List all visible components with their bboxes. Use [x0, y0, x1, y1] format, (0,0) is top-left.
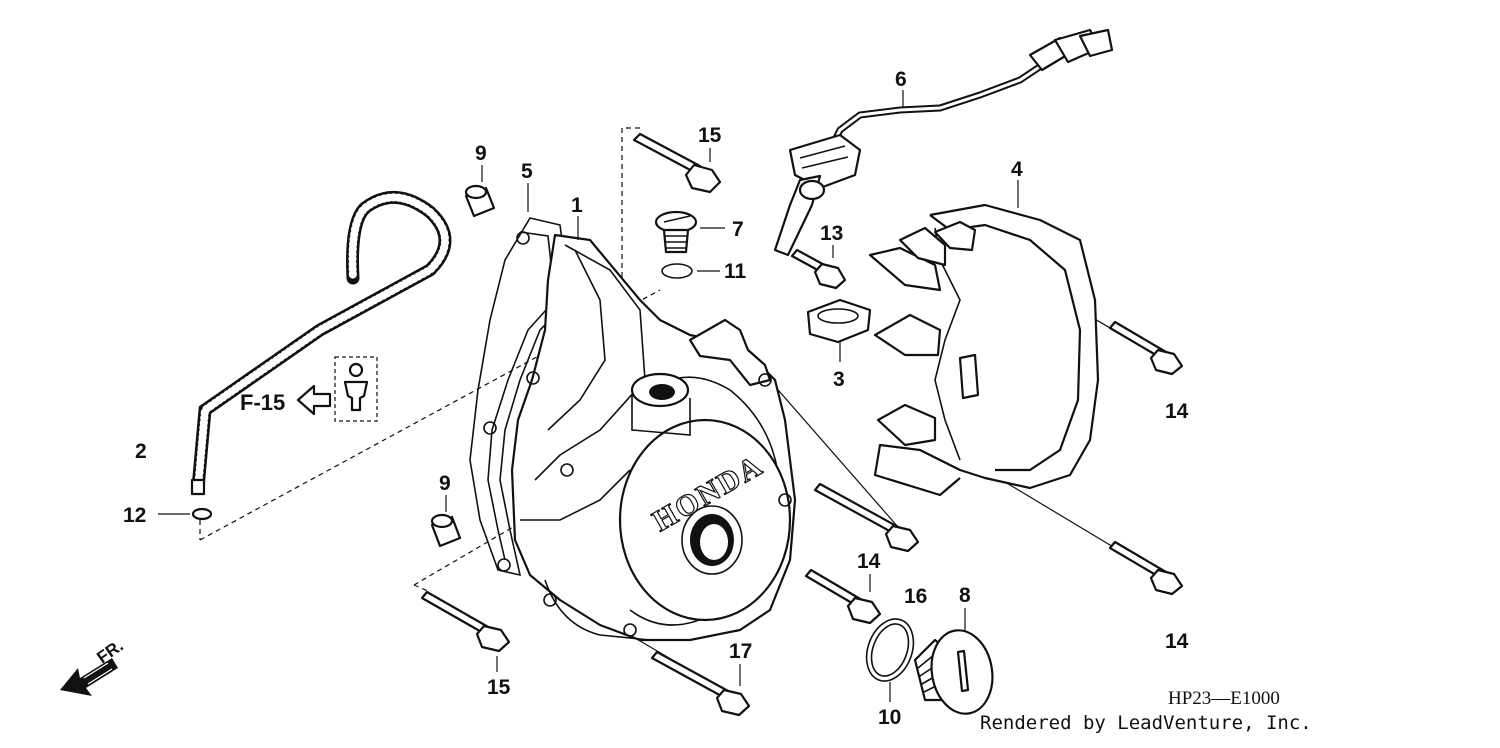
- plug-8: [913, 608, 994, 715]
- callout-7: 7: [732, 218, 744, 241]
- callout-9-upper: 9: [475, 142, 487, 165]
- bolt-14-right-upper: [1108, 320, 1184, 376]
- bolt-16: [813, 482, 920, 553]
- callout-17: 17: [729, 640, 752, 663]
- o-ring-10: [865, 618, 915, 702]
- callout-15-upper: 15: [698, 124, 722, 147]
- callout-10: 10: [878, 706, 901, 729]
- callout-3: 3: [833, 368, 845, 391]
- callout-15-lower: 15: [487, 676, 511, 699]
- collar-9-lower: [430, 495, 462, 548]
- callout-1: 1: [571, 194, 583, 217]
- callout-16: 16: [904, 585, 927, 608]
- bolt-15-lower: [420, 590, 511, 672]
- callout-labels: 1 2 3 4 5 6 7 8 9 9 10 11 12 13 14 14 14…: [123, 68, 1189, 729]
- bolt-14-lower: [804, 568, 882, 625]
- grommet: [806, 298, 872, 362]
- callout-13: 13: [820, 222, 843, 245]
- o-ring-11: [661, 263, 720, 279]
- outer-cover: [868, 180, 1100, 497]
- clip-detail: [296, 356, 378, 422]
- callout-8: 8: [959, 584, 971, 607]
- callout-2: 2: [135, 440, 147, 463]
- collar-9-upper: [464, 165, 496, 218]
- crankcase-cover: [510, 216, 797, 642]
- diagram-code: HP23—E1000: [1168, 688, 1280, 709]
- callout-5: 5: [521, 160, 533, 183]
- bolt-14-right-lower: [1108, 540, 1184, 596]
- bolt-13: [790, 245, 847, 290]
- callout-6: 6: [895, 68, 907, 91]
- callout-14-right-lower: 14: [1165, 630, 1189, 653]
- callout-11: 11: [724, 260, 747, 283]
- breather-tube: [190, 190, 452, 496]
- bolt-17: [650, 650, 751, 717]
- callout-14-right-upper: 14: [1165, 400, 1189, 423]
- credit-text: Rendered by LeadVenture, Inc.: [980, 712, 1312, 734]
- filler-cap: [654, 210, 725, 254]
- callout-4: 4: [1011, 158, 1023, 181]
- callout-9-lower: 9: [439, 472, 451, 495]
- reference-label: F-15: [240, 390, 285, 415]
- sensor-harness: [773, 28, 1114, 257]
- front-direction-label: FR.: [93, 636, 126, 667]
- callout-12: 12: [123, 504, 146, 527]
- callout-14-lower: 14: [857, 550, 881, 573]
- clip-12: [158, 507, 213, 521]
- bolt-15-upper: [632, 132, 722, 194]
- front-direction-arrow: [60, 658, 118, 696]
